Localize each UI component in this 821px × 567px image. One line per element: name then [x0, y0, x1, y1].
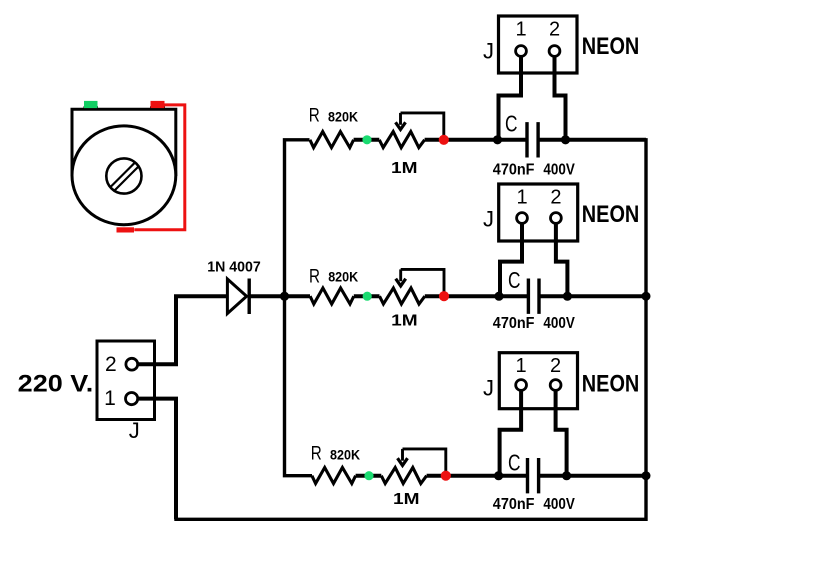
svg-text:2: 2	[105, 353, 117, 376]
svg-text:R: R	[311, 444, 322, 465]
svg-text:220 V.: 220 V.	[18, 371, 94, 398]
svg-text:J: J	[483, 39, 494, 64]
svg-text:1: 1	[104, 387, 116, 410]
svg-text:NEON: NEON	[582, 201, 640, 228]
svg-text:R: R	[309, 105, 320, 126]
svg-text:NEON: NEON	[582, 371, 640, 398]
svg-text:1: 1	[516, 186, 527, 208]
svg-text:1N 4007: 1N 4007	[207, 258, 261, 275]
svg-text:2: 2	[550, 186, 561, 208]
svg-text:1: 1	[516, 355, 527, 377]
svg-text:J: J	[129, 418, 140, 443]
svg-text:470nF: 470nF	[493, 496, 535, 513]
svg-text:1M: 1M	[393, 491, 420, 508]
svg-text:NEON: NEON	[582, 33, 640, 60]
svg-text:1: 1	[515, 18, 526, 40]
svg-text:C: C	[505, 110, 518, 136]
svg-text:1M: 1M	[391, 160, 418, 177]
svg-text:2: 2	[549, 18, 560, 40]
svg-text:1M: 1M	[391, 312, 418, 329]
svg-text:470nF: 470nF	[493, 162, 535, 179]
svg-text:2: 2	[550, 355, 561, 377]
svg-text:R: R	[309, 266, 320, 287]
svg-text:400V: 400V	[543, 162, 575, 179]
svg-text:820K: 820K	[330, 447, 360, 463]
svg-text:820K: 820K	[328, 269, 358, 285]
svg-text:C: C	[508, 450, 521, 476]
svg-text:470nF: 470nF	[493, 315, 535, 332]
svg-text:400V: 400V	[543, 315, 575, 332]
svg-text:J: J	[483, 207, 494, 232]
svg-text:400V: 400V	[543, 496, 575, 513]
svg-text:J: J	[483, 375, 494, 400]
svg-text:C: C	[508, 267, 521, 293]
svg-text:820K: 820K	[328, 108, 358, 124]
